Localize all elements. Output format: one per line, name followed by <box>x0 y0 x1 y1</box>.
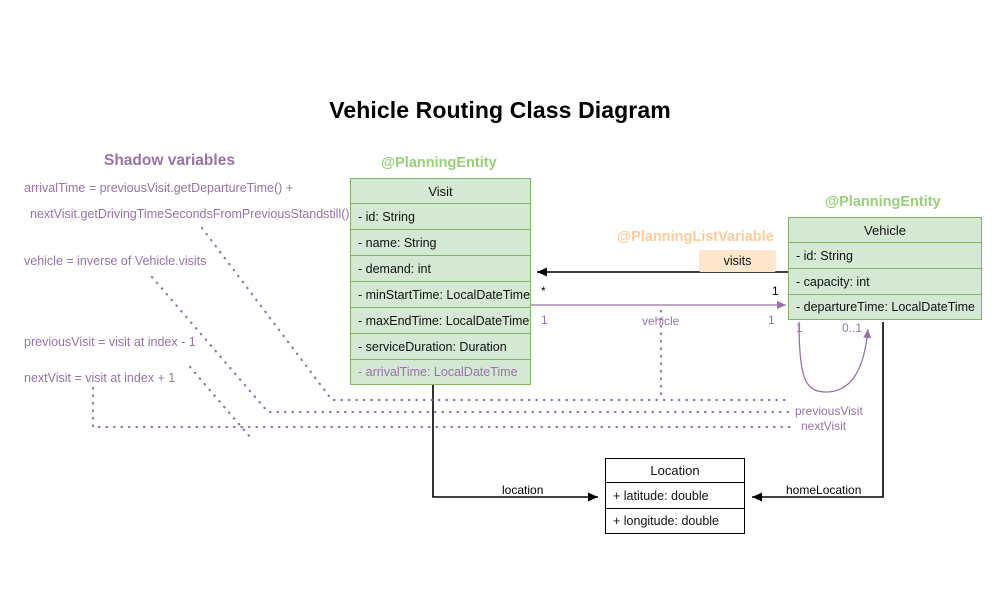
visits-badge: visits <box>699 250 776 272</box>
vehicle-self-source-multiplicity: 1 <box>796 321 803 335</box>
vehicle-stereotype: @PlanningEntity <box>825 194 941 210</box>
shadow-trace-nextvisit-diagonal <box>188 365 252 439</box>
connector-vehicle-home-location <box>752 322 884 502</box>
vehicle-relation-target-multiplicity: 1 <box>768 313 775 327</box>
visit-location-label: location <box>502 483 544 497</box>
shadow-variable-previousvisit: previousVisit = visit at index - 1 <box>24 335 196 349</box>
class-box-location: Location + latitude: double + longitude:… <box>605 458 745 534</box>
vehicle-attribute-departuretime: - departureTime: LocalDateTime <box>788 294 982 320</box>
vehicle-self-nextvisit-label: nextVisit <box>801 419 847 433</box>
shadow-variables-heading: Shadow variables <box>104 152 235 169</box>
visit-attribute-demand: - demand: int <box>350 255 531 281</box>
vehicle-self-previousvisit-label: previousVisit <box>795 404 863 418</box>
class-box-visit: Visit - id: String - name: String - dema… <box>350 178 531 385</box>
shadow-variable-arrivaltime-line1: arrivalTime = previousVisit.getDeparture… <box>24 181 294 195</box>
visit-attribute-name: - name: String <box>350 229 531 255</box>
shadow-variable-nextvisit: nextVisit = visit at index + 1 <box>24 371 176 385</box>
visit-attribute-id: - id: String <box>350 203 531 229</box>
visit-stereotype: @PlanningEntity <box>381 155 497 171</box>
shadow-variable-vehicle: vehicle = inverse of Vehicle.visits <box>24 254 207 268</box>
vehicle-relation-source-multiplicity: 1 <box>541 313 548 327</box>
shadow-variable-arrivaltime-line2: nextVisit.getDrivingTimeSecondsFromPrevi… <box>30 207 350 221</box>
location-attribute-longitude: + longitude: double <box>605 508 745 534</box>
location-class-name: Location <box>605 458 745 482</box>
vehicle-self-target-multiplicity: 0..1 <box>842 321 863 335</box>
shadow-trace-previousvisit <box>150 275 792 414</box>
vehicle-attribute-id: - id: String <box>788 242 982 268</box>
visit-attribute-serviceduration: - serviceDuration: Duration <box>350 333 531 359</box>
visit-attribute-arrivaltime: - arrivalTime: LocalDateTime <box>350 359 531 385</box>
visit-attribute-maxendtime: - maxEndTime: LocalDateTime <box>350 307 531 333</box>
visit-attribute-minstarttime: - minStartTime: LocalDateTime <box>350 281 531 307</box>
vehicle-class-name: Vehicle <box>788 217 982 242</box>
class-box-vehicle: Vehicle - id: String - capacity: int - d… <box>788 217 982 320</box>
page-title: Vehicle Routing Class Diagram <box>329 97 671 123</box>
visits-target-multiplicity: * <box>541 284 546 298</box>
vehicle-relation-label: vehicle <box>642 314 680 328</box>
visits-stereotype: @PlanningListVariable <box>617 229 774 245</box>
visits-source-multiplicity: 1 <box>772 284 779 298</box>
vehicle-attribute-capacity: - capacity: int <box>788 268 982 294</box>
connector-vehicle-self-loop <box>798 321 872 393</box>
shadow-trace-nextvisit <box>91 386 792 429</box>
vehicle-home-location-label: homeLocation <box>786 483 862 497</box>
visit-class-name: Visit <box>350 178 531 203</box>
connector-visit-location <box>432 383 598 502</box>
location-attribute-latitude: + latitude: double <box>605 482 745 508</box>
